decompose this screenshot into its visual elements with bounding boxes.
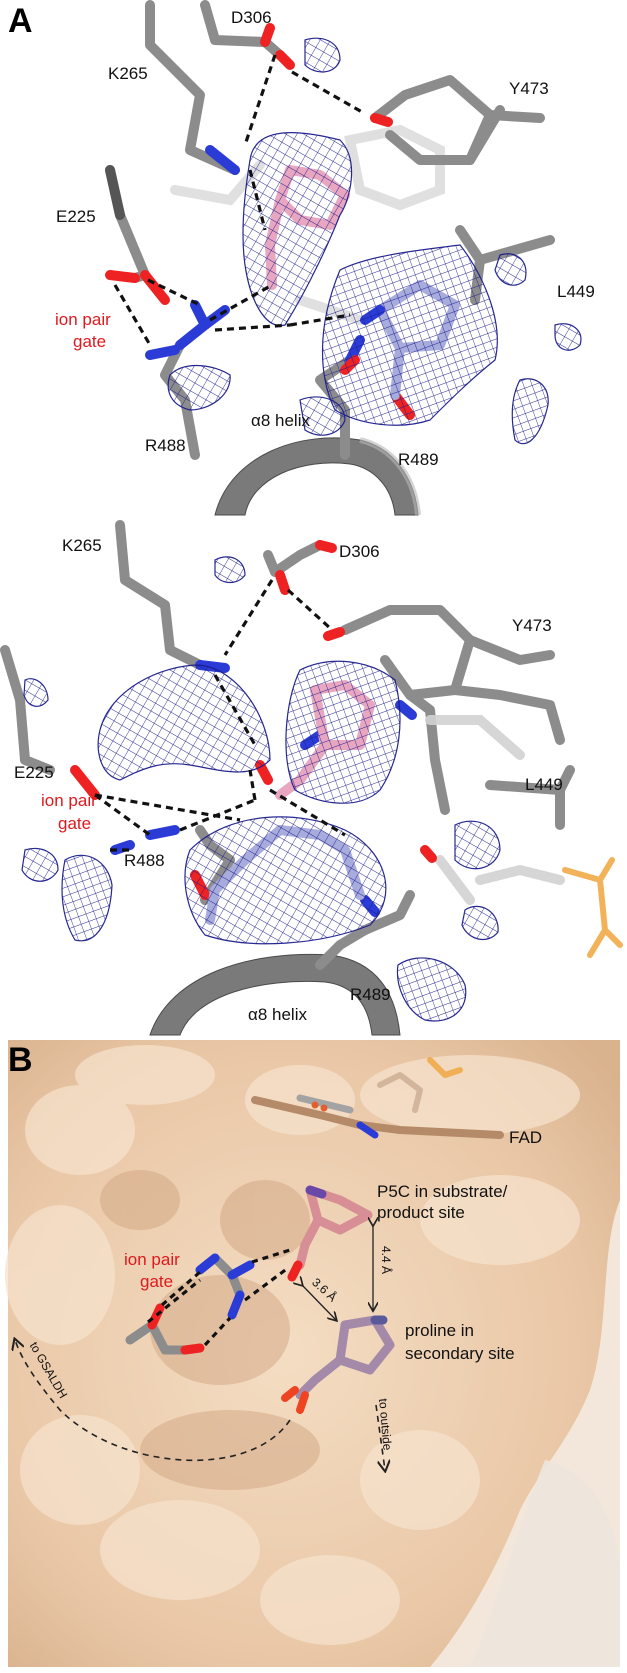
label-ion-pair-gate-top-1: ion pair xyxy=(55,310,111,329)
label-proline-2: secondary site xyxy=(405,1344,515,1363)
label-l449-top: L449 xyxy=(557,282,595,301)
panel-label-a: A xyxy=(8,2,33,40)
panel-b-structure xyxy=(5,1040,620,1667)
label-k265-bottom: K265 xyxy=(62,536,102,555)
density-mesh-4 xyxy=(285,660,401,804)
label-d306-bottom: D306 xyxy=(339,542,380,561)
distance-arrow-36 xyxy=(302,1285,336,1320)
density-mesh-1 xyxy=(242,132,353,327)
label-p5c-1: P5C in substrate/ xyxy=(377,1182,508,1201)
label-ion-pair-gate-b-1: ion pair xyxy=(124,1250,180,1269)
helix-ribbon-bottom xyxy=(149,953,401,1036)
label-helix-bottom: α8 helix xyxy=(248,1005,307,1024)
label-y473-top: Y473 xyxy=(509,79,549,98)
label-y473-bottom: Y473 xyxy=(512,616,552,635)
label-proline-1: proline in xyxy=(405,1321,474,1340)
label-d306-top: D306 xyxy=(231,8,272,27)
label-ion-pair-gate-top-2: gate xyxy=(73,332,107,351)
path-to-gsaldh xyxy=(15,1340,291,1462)
label-helix-top: α8 helix xyxy=(251,411,310,430)
panel-label-b: B xyxy=(8,1041,33,1079)
label-r489-top: R489 xyxy=(398,450,439,469)
label-dist-44: 4.4 Å xyxy=(379,1246,393,1275)
panel-a-top-structure xyxy=(105,0,582,516)
label-ion-pair-gate-b-2: gate xyxy=(140,1272,174,1291)
label-e225-top: E225 xyxy=(56,207,96,226)
label-r488-top: R488 xyxy=(145,436,186,455)
label-ion-pair-gate-bottom-2: gate xyxy=(58,814,92,833)
label-r488-bottom: R488 xyxy=(124,851,165,870)
density-mesh-2 xyxy=(321,244,498,426)
label-k265-top: K265 xyxy=(108,64,148,83)
label-ion-pair-gate-bottom-1: ion pair xyxy=(41,791,97,810)
density-mesh-3 xyxy=(97,664,271,781)
panel-a-bottom-structure xyxy=(0,520,623,1036)
label-p5c-2: product site xyxy=(377,1203,465,1222)
label-e225-bottom: E225 xyxy=(14,763,54,782)
label-l449-bottom: L449 xyxy=(525,775,563,794)
density-mesh-5 xyxy=(184,816,387,945)
label-fad: FAD xyxy=(509,1128,543,1147)
label-r489-bottom: R489 xyxy=(350,985,391,1004)
